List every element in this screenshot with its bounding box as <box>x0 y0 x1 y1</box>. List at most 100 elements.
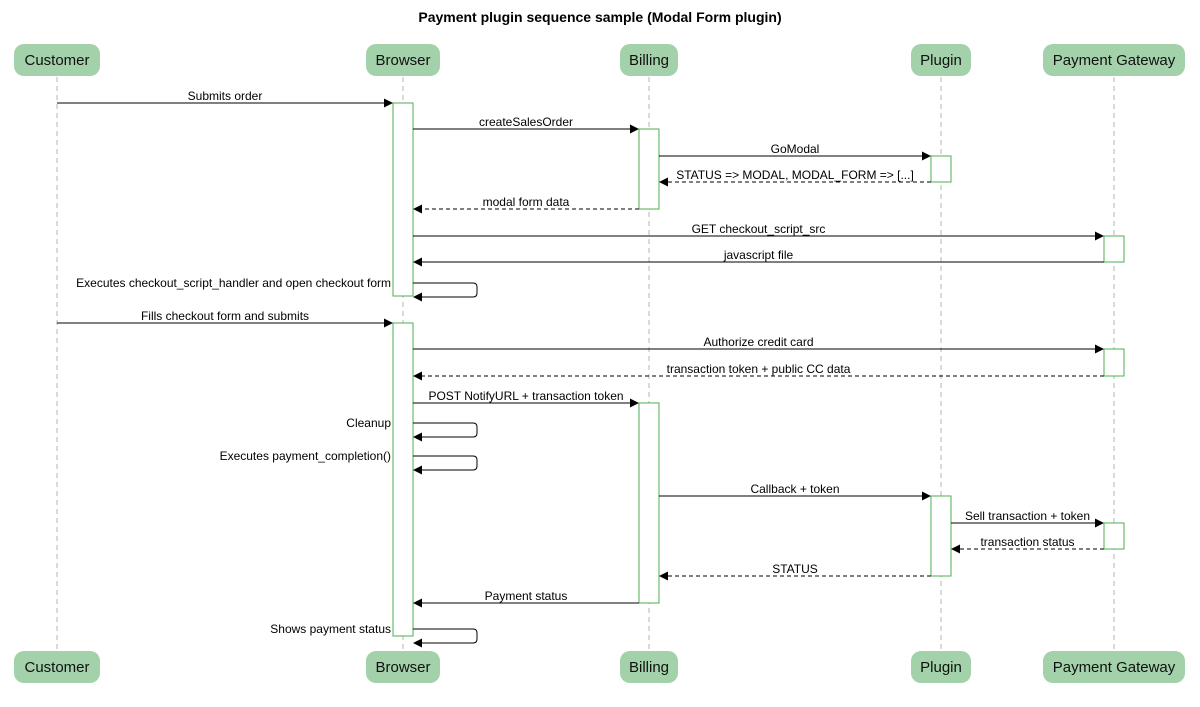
message-label: Fills checkout form and submits <box>141 309 309 323</box>
participant-box <box>366 651 440 683</box>
arrowhead <box>413 371 422 381</box>
self-message-arrow <box>413 455 478 471</box>
message-label: Submits order <box>188 89 263 103</box>
message-label: Executes checkout_script_handler and ope… <box>76 276 391 290</box>
message-17: transaction status <box>951 535 1104 554</box>
message-15: Callback + token <box>659 482 931 501</box>
participant-name: Billing <box>629 659 669 676</box>
participant-plugin-top: Plugin <box>911 44 971 76</box>
activation-bar-plugin <box>930 155 952 183</box>
arrowhead <box>413 598 422 608</box>
arrowhead <box>413 465 422 475</box>
message-8: Executes checkout_script_handler and ope… <box>76 276 478 302</box>
message-2: createSalesOrder <box>413 115 639 134</box>
participant-gateway-top: Payment Gateway <box>1043 44 1185 76</box>
participant-name: Customer <box>24 52 89 69</box>
arrowhead <box>413 432 422 442</box>
message-14: Executes payment_completion() <box>220 449 478 475</box>
self-message-arrow <box>413 422 478 438</box>
message-label: STATUS <box>772 562 818 576</box>
participant-browser-bottom: Browser <box>366 651 440 683</box>
arrowhead <box>384 98 393 108</box>
message-20: Shows payment status <box>270 622 478 648</box>
arrowhead <box>951 544 960 554</box>
participant-box <box>14 651 100 683</box>
message-label: Sell transaction + token <box>965 509 1090 523</box>
activations <box>392 102 1125 637</box>
participant-box <box>366 44 440 76</box>
message-label: transaction token + public CC data <box>667 362 851 376</box>
arrowhead <box>413 257 422 267</box>
message-label: Payment status <box>485 589 568 603</box>
arrowhead <box>413 292 422 302</box>
participant-plugin-bottom: Plugin <box>911 651 971 683</box>
participant-box <box>911 44 971 76</box>
participant-name: Plugin <box>920 52 962 69</box>
self-message-arrow <box>413 628 478 644</box>
participant-name: Customer <box>24 659 89 676</box>
message-label: POST NotifyURL + transaction token <box>428 389 623 403</box>
message-label: javascript file <box>723 248 794 262</box>
activation-bar-billing <box>638 128 660 210</box>
participant-name: Plugin <box>920 659 962 676</box>
participant-browser-top: Browser <box>366 44 440 76</box>
arrowhead <box>659 571 668 581</box>
message-label: createSalesOrder <box>479 115 573 129</box>
arrowhead <box>630 398 639 408</box>
participants: CustomerCustomerBrowserBrowserBillingBil… <box>14 44 1185 683</box>
message-label: Executes payment_completion() <box>220 449 391 463</box>
activation-bar-browser <box>392 102 414 297</box>
message-label: STATUS => MODAL, MODAL_FORM => [...] <box>676 168 914 182</box>
message-6: GET checkout_script_src <box>413 222 1104 241</box>
activation-bar-gateway <box>1103 235 1125 263</box>
arrowhead <box>922 491 931 501</box>
participant-box <box>620 44 678 76</box>
activation-bar-billing <box>638 402 660 604</box>
messages: Submits order createSalesOrderGoModalSTAT… <box>57 89 1104 648</box>
participant-customer-bottom: Customer <box>14 651 100 683</box>
participant-name: Payment Gateway <box>1053 659 1176 676</box>
arrowhead <box>630 124 639 134</box>
message-label: Callback + token <box>750 482 839 496</box>
participant-billing-top: Billing <box>620 44 678 76</box>
message-label: GoModal <box>771 142 820 156</box>
participant-name: Payment Gateway <box>1053 52 1176 69</box>
message-10: Authorize credit card <box>413 335 1104 354</box>
arrowhead <box>659 177 668 187</box>
activation-bar-gateway <box>1103 348 1125 377</box>
message-1: Submits order <box>57 89 393 108</box>
message-13: Cleanup <box>346 416 478 442</box>
message-5: modal form data <box>413 195 639 214</box>
message-3: GoModal <box>659 142 931 161</box>
arrowhead <box>922 151 931 161</box>
activation-bar-browser <box>392 322 414 637</box>
lifelines <box>56 77 1115 651</box>
arrowhead <box>384 318 393 328</box>
arrowhead <box>1095 518 1104 528</box>
participant-box <box>1043 44 1185 76</box>
participant-box <box>14 44 100 76</box>
message-16: Sell transaction + token <box>951 509 1104 528</box>
arrowhead <box>1095 231 1104 241</box>
message-19: Payment status <box>413 589 639 608</box>
message-label: Authorize credit card <box>703 335 813 349</box>
message-9: Fills checkout form and submits <box>57 309 393 328</box>
participant-box <box>911 651 971 683</box>
message-label: GET checkout_script_src <box>692 222 826 236</box>
participant-name: Billing <box>629 52 669 69</box>
message-label: Shows payment status <box>270 622 391 636</box>
message-18: STATUS <box>659 562 931 581</box>
message-4: STATUS => MODAL, MODAL_FORM => [...] <box>659 168 931 187</box>
participant-gateway-bottom: Payment Gateway <box>1043 651 1185 683</box>
arrowhead <box>413 204 422 214</box>
participant-box <box>620 651 678 683</box>
diagram-title: Payment plugin sequence sample (Modal Fo… <box>418 9 781 25</box>
activation-bar-plugin <box>930 495 952 577</box>
participant-customer-top: Customer <box>14 44 100 76</box>
message-label: modal form data <box>483 195 570 209</box>
message-7: javascript file <box>413 248 1104 267</box>
message-label: Cleanup <box>346 416 391 430</box>
arrowhead <box>413 638 422 648</box>
message-11: transaction token + public CC data <box>413 362 1104 381</box>
